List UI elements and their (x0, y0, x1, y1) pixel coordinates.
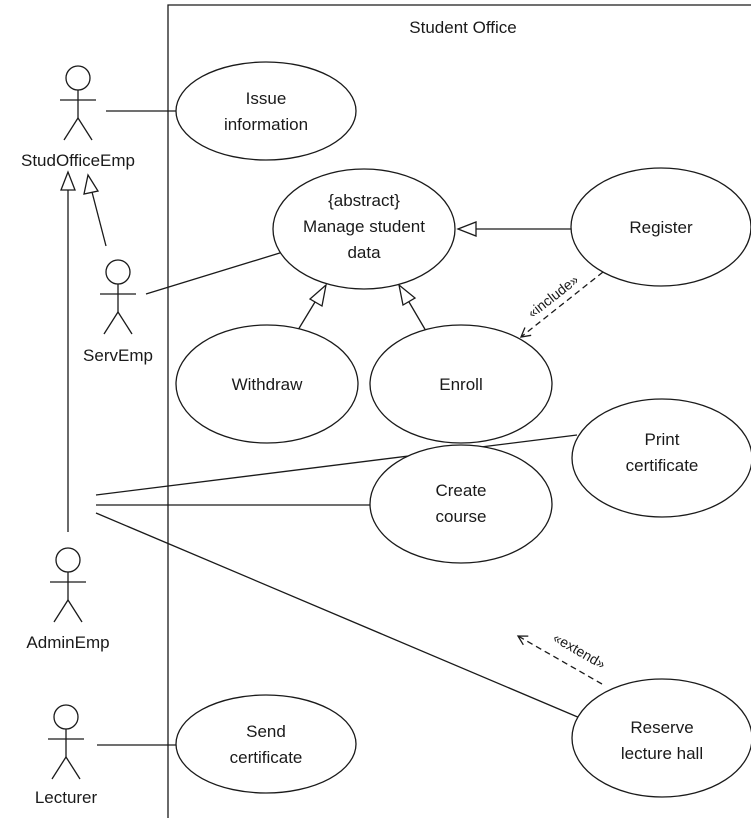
stick-figure-icon (100, 259, 136, 335)
actor-label-lecturer: Lecturer (35, 788, 98, 807)
stick-figure-icon (50, 547, 86, 623)
actor-lecturer[interactable]: Lecturer (35, 704, 98, 807)
assoc-admin-print (95, 434, 578, 496)
generalization-admin-to-stud (60, 170, 76, 532)
actor-label-serv-emp: ServEmp (83, 346, 153, 365)
stick-figure-icon (48, 704, 84, 780)
use-case-print-certificate[interactable]: Print certificate (571, 398, 751, 518)
use-case-withdraw[interactable]: Withdraw (175, 324, 359, 444)
use-case-label-line: lecture hall (621, 744, 703, 763)
use-case-label-line: Send (246, 722, 286, 741)
assoc-serv-manage (145, 251, 284, 295)
use-case-label-line: data (347, 243, 381, 262)
include-relation: «include» (519, 271, 604, 338)
use-case-label-line: certificate (230, 748, 303, 767)
extend-label: «extend» (551, 629, 609, 672)
use-case-manage-student-data[interactable]: {abstract} Manage student data (272, 168, 456, 290)
use-case-label-line: Register (629, 218, 693, 237)
actor-label-stud-office-emp: StudOfficeEmp (21, 151, 135, 170)
generalization-withdraw-to-manage (297, 283, 327, 331)
use-case-label-line: Withdraw (232, 375, 304, 394)
use-case-label-line: Reserve (630, 718, 693, 737)
use-case-register[interactable]: Register (570, 167, 751, 287)
use-case-label-line: Create (435, 481, 486, 500)
assoc-admin-reserve (95, 512, 581, 719)
use-case-label-line: Manage student (303, 217, 425, 236)
actor-label-admin-emp: AdminEmp (26, 633, 109, 652)
generalization-serv-to-stud (83, 173, 107, 247)
actor-serv-emp[interactable]: ServEmp (83, 259, 153, 365)
use-case-issue-information[interactable]: Issue information (175, 61, 357, 161)
generalization-register-to-manage (456, 221, 571, 237)
associations (95, 110, 581, 746)
use-case-label-line: certificate (626, 456, 699, 475)
use-case-create-course[interactable]: Create course (369, 444, 553, 564)
include-label: «include» (524, 271, 581, 321)
extend-relation: «extend» (516, 629, 609, 685)
use-case-enroll[interactable]: Enroll (369, 324, 553, 444)
use-case-label-line: {abstract} (328, 191, 400, 210)
actor-stud-office-emp[interactable]: StudOfficeEmp (21, 65, 135, 170)
use-case-send-certificate[interactable]: Send certificate (175, 694, 357, 794)
system-title: Student Office (409, 18, 516, 37)
system-boundary: Student Office (167, 4, 751, 818)
actor-admin-emp[interactable]: AdminEmp (26, 547, 110, 652)
use-case-label-line: course (435, 507, 486, 526)
use-case-label-line: information (224, 115, 308, 134)
stick-figure-icon (60, 65, 96, 141)
use-case-label-line: Enroll (439, 375, 482, 394)
use-case-reserve-lecture-hall[interactable]: Reserve lecture hall (571, 678, 751, 798)
use-case-label-line: Print (645, 430, 680, 449)
generalization-enroll-to-manage (398, 283, 427, 332)
use-case-label-line: Issue (246, 89, 287, 108)
